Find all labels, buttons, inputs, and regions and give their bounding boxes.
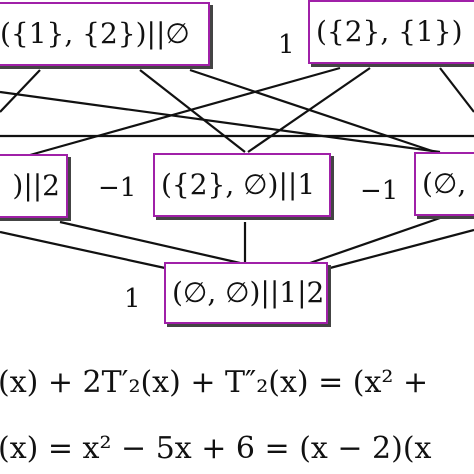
node-mid-right: (∅, [414, 152, 474, 216]
weight-mid-center: −1 [98, 173, 137, 203]
edge-topright-to-midcenter [247, 67, 371, 153]
node-mid-left: )||2 [0, 154, 68, 218]
node-mid-center-label: ({2}, ∅)||1 [161, 168, 316, 201]
weight-bottom: 1 [124, 284, 141, 314]
edge-midleft-to-bottom [59, 220, 241, 265]
edge-topright-to-right [439, 67, 474, 113]
node-top-right-label: ({2}, {1}) [316, 15, 463, 48]
node-bottom: (∅, ∅)||1|2 [164, 262, 328, 324]
node-mid-right-label: (∅, [422, 167, 467, 200]
weight-mid-right: −1 [360, 176, 399, 206]
edge-left-to-bottom [0, 230, 166, 270]
node-bottom-label: (∅, ∅)||1|2 [172, 276, 325, 309]
edge-topleft-to-midleft [0, 69, 41, 113]
node-mid-left-label: )||2 [12, 169, 60, 202]
node-top-left: ({1}, {2})||∅ [0, 2, 210, 66]
edge-topleft-to-midcenter [139, 69, 246, 153]
weight-top-right: 1 [278, 30, 295, 60]
equation-line-2: (x) = x² − 5x + 6 = (x − 2)(x [0, 431, 432, 466]
edge-midright-to-bottom [309, 216, 441, 265]
node-mid-center: ({2}, ∅)||1 [153, 153, 331, 217]
equation-line-1: (x) + 2T′₂(x) + T″₂(x) = (x² + [0, 365, 429, 400]
node-top-right: ({2}, {1}) [308, 0, 474, 64]
node-top-left-label: ({1}, {2})||∅ [0, 17, 190, 50]
edge-topright-to-midleft [29, 66, 341, 157]
edge-right-to-bottom [329, 228, 474, 270]
edge-left-to-midright-1 [0, 90, 441, 154]
